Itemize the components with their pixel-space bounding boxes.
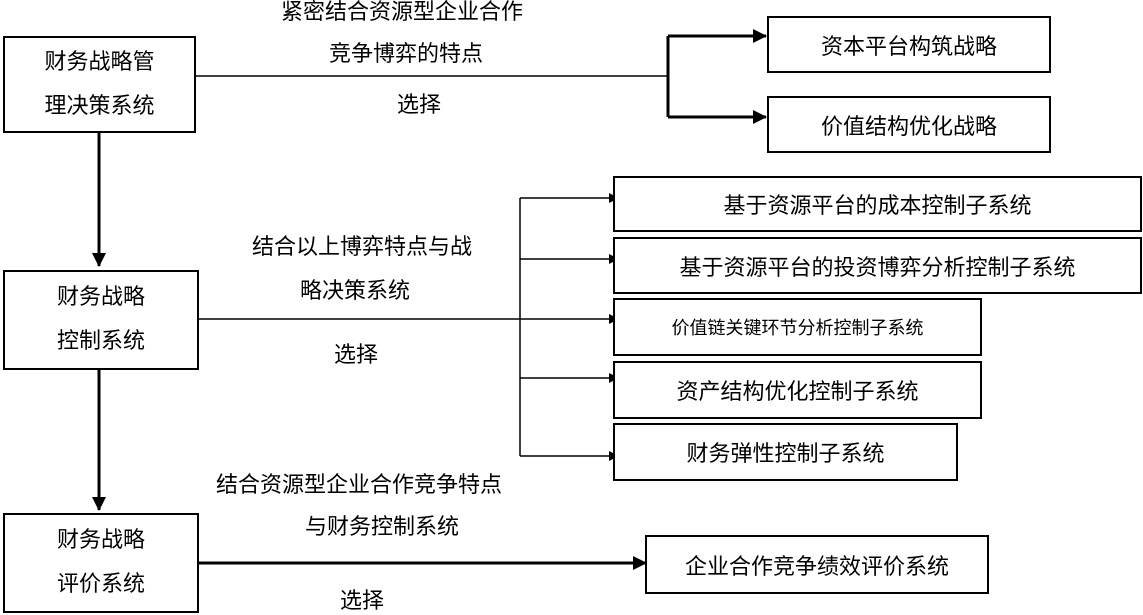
node-evaluation-line-1: 财务战略 [56,528,145,553]
node-control-system: 财务战略 控制系统 [3,270,199,370]
subsystem-label: 资产结构优化控制子系统 [676,380,919,405]
node-evaluation-system: 财务战略 评价系统 [3,513,199,613]
subsystem-label: 财务弹性控制子系统 [686,442,885,467]
node-control-line-1: 财务战略 [56,285,145,310]
edge-label-middle-line-2: 略决策系统 [300,279,411,304]
edge-label-bottom-line-1: 结合资源型企业合作竞争特点 [216,473,503,498]
subsystem-box-value-chain: 价值链关键环节分析控制子系统 [613,298,982,356]
edge-label-middle-choice: 选择 [334,343,379,368]
strategy-box-value-structure: 价值结构优化战略 [767,96,1051,153]
edge-label-bottom-choice: 选择 [340,589,385,614]
node-decision-system: 财务战略管 理决策系统 [3,36,196,133]
edge-label-bottom-line-2: 与财务控制系统 [305,515,460,540]
subsystem-label: 基于资源平台的投资博弈分析控制子系统 [679,255,1076,281]
node-decision-line-2: 理决策系统 [44,93,155,119]
strategy-box-capital-platform: 资本平台构筑战略 [767,16,1051,73]
edge-label-top-line-1: 紧密结合资源型企业合作 [281,0,524,25]
node-decision-line-1: 财务战略管 [44,49,155,75]
node-evaluation-line-2: 评价系统 [56,572,145,597]
subsystem-box-financial-flexibility: 财务弹性控制子系统 [613,423,958,481]
node-control-line-2: 控制系统 [56,329,145,354]
edge-label-top-choice: 选择 [397,93,442,118]
evaluation-target-box: 企业合作竞争绩效评价系统 [645,535,989,594]
strategy-label: 价值结构优化战略 [820,114,997,140]
strategy-label: 资本平台构筑战略 [820,34,997,60]
edge-label-middle-line-1: 结合以上博弈特点与战 [252,235,473,260]
subsystem-label: 基于资源平台的成本控制子系统 [723,194,1032,219]
subsystem-box-cost-control: 基于资源平台的成本控制子系统 [613,176,1142,232]
subsystem-label: 价值链关键环节分析控制子系统 [671,318,924,339]
edge-label-top-line-2: 竞争博弈的特点 [329,42,484,67]
evaluation-target-label: 企业合作竞争绩效评价系统 [684,554,949,580]
subsystem-box-asset-structure: 资产结构优化控制子系统 [613,361,982,419]
subsystem-box-investment-game: 基于资源平台的投资博弈分析控制子系统 [613,237,1142,294]
